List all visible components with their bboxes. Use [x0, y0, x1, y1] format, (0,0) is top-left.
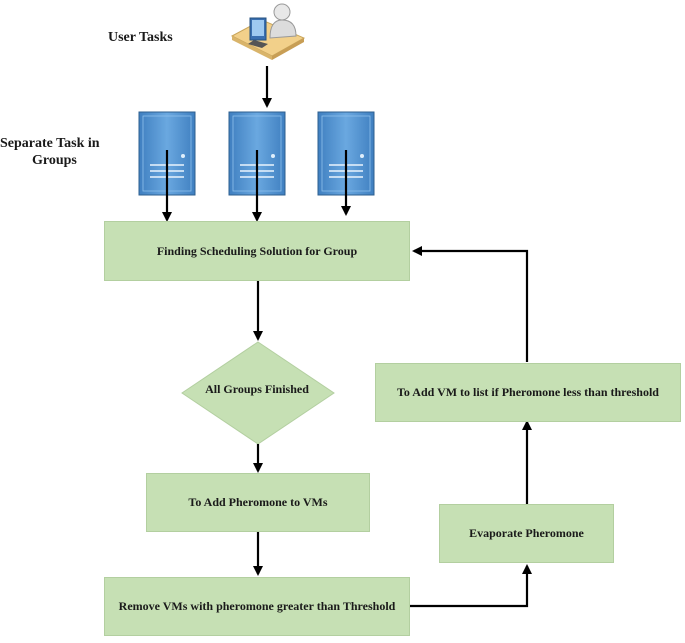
finding-solution-box: Finding Scheduling Solution for Group — [104, 221, 410, 281]
separate-task-label-line2: Groups — [32, 153, 77, 168]
evaporate-pheromone-text: Evaporate Pheromone — [469, 526, 584, 540]
user-at-computer-icon — [230, 3, 306, 60]
add-vm-list-text: To Add VM to list if Pheromone less than… — [397, 385, 659, 399]
add-pheromone-box: To Add Pheromone to VMs — [146, 473, 370, 532]
arrow-add-vm-to-finding — [412, 246, 529, 362]
add-pheromone-text: To Add Pheromone to VMs — [188, 495, 328, 509]
remove-vms-box: Remove VMs with pheromone greater than T… — [104, 577, 410, 636]
user-tasks-label: User Tasks — [108, 30, 173, 45]
evaporate-pheromone-box: Evaporate Pheromone — [439, 504, 614, 563]
arrow-remove-to-evaporate — [410, 564, 532, 608]
finding-solution-text: Finding Scheduling Solution for Group — [156, 243, 358, 258]
add-vm-list-box: To Add VM to list if Pheromone less than… — [375, 363, 681, 422]
all-groups-finished-text: All Groups Finished — [205, 382, 309, 396]
remove-vms-text: Remove VMs with pheromone greater than T… — [118, 599, 396, 613]
separate-task-label-line1: Separate Task in — [0, 136, 100, 151]
